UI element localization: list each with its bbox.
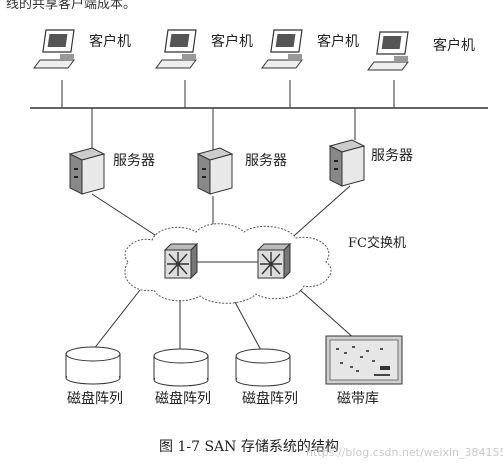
server-tower-icon (68, 147, 106, 195)
server-tower-icon (328, 139, 366, 187)
computer-icon (261, 29, 303, 69)
computer-icon (367, 31, 409, 71)
client-label-4: 客户机 (433, 37, 475, 54)
disk-cylinder-icon (235, 348, 291, 387)
tape-library-icon (325, 335, 403, 385)
disk-array-2 (153, 348, 209, 387)
fc-switch-1 (163, 242, 199, 280)
server-2 (196, 147, 234, 195)
server-label-1: 服务器 (113, 153, 155, 169)
client-label-1: 客户机 (89, 33, 131, 50)
tape-library (325, 335, 403, 385)
computer-icon (33, 29, 75, 69)
server-label-3: 服务器 (371, 148, 413, 164)
fc-switch-label: FC交换机 (348, 235, 406, 251)
server-1 (68, 147, 106, 195)
figure-caption: 图 1-7 SAN 存储系统的结构 (159, 439, 339, 455)
server-3 (328, 139, 366, 187)
client-2 (155, 29, 197, 69)
computer-icon (155, 29, 197, 69)
server-tower-icon (196, 147, 234, 195)
server-drop-lines (91, 108, 356, 150)
client-drop-lines (61, 80, 395, 108)
disk-array-3 (235, 348, 291, 387)
fc-fabric-cloud (124, 223, 332, 304)
switch-storage-links (92, 289, 357, 353)
client-1 (33, 29, 75, 69)
disk-array-1 (65, 346, 121, 385)
fc-switch-2 (256, 242, 292, 280)
client-4 (367, 31, 409, 71)
client-label-2: 客户机 (211, 33, 253, 50)
client-label-3: 客户机 (317, 33, 359, 50)
switch-icon (256, 242, 292, 280)
server-label-2: 服务器 (245, 153, 287, 169)
watermark-text: https://blog.csdn.net/weixin_38415513 (306, 446, 503, 459)
top-partial-text: 线的共享客户端成本。 (6, 0, 136, 12)
tape-library-label: 磁带库 (337, 391, 379, 407)
disk-array-label-1: 磁盘阵列 (67, 390, 123, 407)
disk-array-label-3: 磁盘阵列 (242, 390, 298, 407)
disk-cylinder-icon (153, 348, 209, 387)
switch-icon (163, 242, 199, 280)
client-3 (261, 29, 303, 69)
disk-array-label-2: 磁盘阵列 (155, 390, 211, 407)
disk-cylinder-icon (65, 346, 121, 385)
